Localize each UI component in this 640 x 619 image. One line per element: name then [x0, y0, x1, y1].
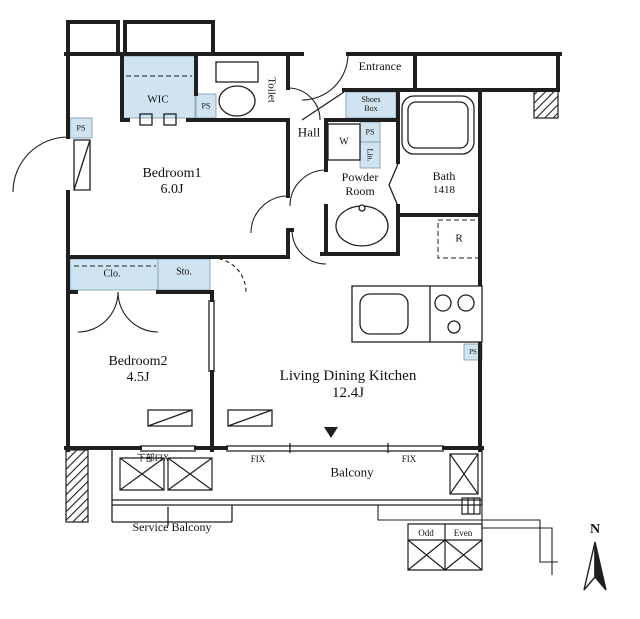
entrance-door-arc [301, 53, 349, 101]
wic-label: WIC [147, 93, 169, 106]
ldk-name: Living Dining Kitchen [279, 367, 417, 384]
low-fix-windows [147, 409, 273, 427]
balcony-outline [111, 450, 483, 523]
left-exterior-door-arc [12, 136, 69, 193]
entrance-label: Entrance [358, 59, 402, 74]
bedroom1-wall-panel [73, 139, 91, 191]
bedroom1-label: Bedroom1 6.0J [142, 166, 201, 198]
toilet-tank [215, 61, 259, 83]
north-arrow [583, 541, 607, 591]
wic-door-panel [139, 113, 153, 126]
walls [64, 20, 562, 452]
powder-sink-faucet [358, 204, 366, 212]
bedroom2-sliding-door [208, 300, 215, 372]
hall-ldk-door-arc [291, 229, 327, 265]
bath-name: Bath [432, 168, 456, 183]
fridge-label: R [455, 232, 463, 245]
bedroom2-area: 4.5J [126, 370, 150, 385]
adjacent-balcony-lines [377, 505, 558, 575]
fix-label-right: FIX [401, 453, 417, 464]
closet-label: Clo. [103, 268, 121, 280]
odd-label: Odd [418, 527, 434, 538]
sliding-door-marker [324, 427, 338, 438]
door-arcs [12, 53, 349, 333]
refrigerator-space [437, 219, 481, 259]
north-needle-east [594, 541, 607, 591]
louver-box [119, 457, 165, 491]
hall-label: Hall [297, 124, 321, 140]
even-label: Even [453, 527, 473, 538]
kitchen-sink [359, 293, 409, 335]
storage-label: Sto. [176, 266, 192, 278]
powder-sink [335, 205, 389, 247]
drain-grate [461, 497, 481, 515]
bedroom1-door-arc [250, 195, 289, 234]
north-needle-west [583, 541, 596, 591]
stove-burner [447, 320, 461, 334]
ps-label-kitchen: PS [469, 347, 477, 356]
bedroom2-label: Bedroom2 4.5J [108, 354, 167, 386]
balcony-equipment [119, 453, 483, 571]
service-balcony-label: Service Balcony [132, 520, 212, 535]
shoes-box-line2: Box [364, 104, 378, 113]
powder-room-label: Powder Room [341, 170, 379, 199]
bath-size: 1418 [432, 183, 455, 196]
louver-box [167, 457, 213, 491]
bath-folding-door [388, 163, 399, 207]
linen-label: Lin. [365, 148, 375, 162]
storage-door-arc-dashed [211, 257, 247, 293]
toilet-label: Toilet [265, 77, 278, 103]
washing-machine-box [327, 123, 361, 161]
ps-label-left: PS [76, 123, 86, 133]
washer-label: W [339, 136, 349, 148]
shoes-box-label: Shoes Box [361, 95, 380, 113]
pillar-top-right [533, 89, 559, 119]
hatched-pillars [65, 89, 559, 523]
thin-lines [73, 91, 558, 575]
powder-line1: Powder [341, 170, 379, 185]
ps-label-powder: PS [365, 127, 375, 137]
bathtub-inner [407, 101, 469, 149]
powder-room-door-arc [289, 169, 327, 207]
lower-fix-label: 下部FIX [136, 452, 170, 463]
ps-label-toilet: PS [201, 101, 211, 111]
odd-even-boxes [407, 523, 483, 571]
balcony-windows [140, 443, 444, 453]
ldk-label: Living Dining Kitchen 12.4J [280, 368, 417, 403]
toilet-bowl [218, 85, 256, 117]
stove-burner [457, 294, 475, 312]
closet-door-arc-right [117, 291, 159, 333]
closet-door-arc-left [77, 291, 119, 333]
fixtures [215, 61, 483, 343]
north-label: N [589, 521, 601, 537]
wic-area [122, 55, 196, 119]
bath-label: Bath 1418 [432, 168, 456, 196]
wic-door-panel [163, 113, 177, 126]
dashed-lines [74, 75, 481, 267]
toilet-door-arc [287, 87, 321, 121]
powder-line2: Room [345, 184, 375, 198]
ac-unit-box [449, 453, 479, 495]
balcony-label: Balcony [330, 464, 374, 480]
ldk-area: 12.4J [331, 385, 365, 401]
bedroom1-area: 6.0J [160, 182, 184, 197]
shoes-box-line1: Shoes [361, 94, 381, 104]
pillar-bottom-left [65, 449, 89, 523]
entrance-step-line [301, 91, 345, 121]
storage-areas [69, 55, 483, 361]
stove-burner [434, 294, 452, 312]
bedroom2-name: Bedroom2 [108, 353, 168, 369]
fix-label-left: FIX [250, 453, 266, 464]
bedroom1-name: Bedroom1 [142, 165, 202, 181]
